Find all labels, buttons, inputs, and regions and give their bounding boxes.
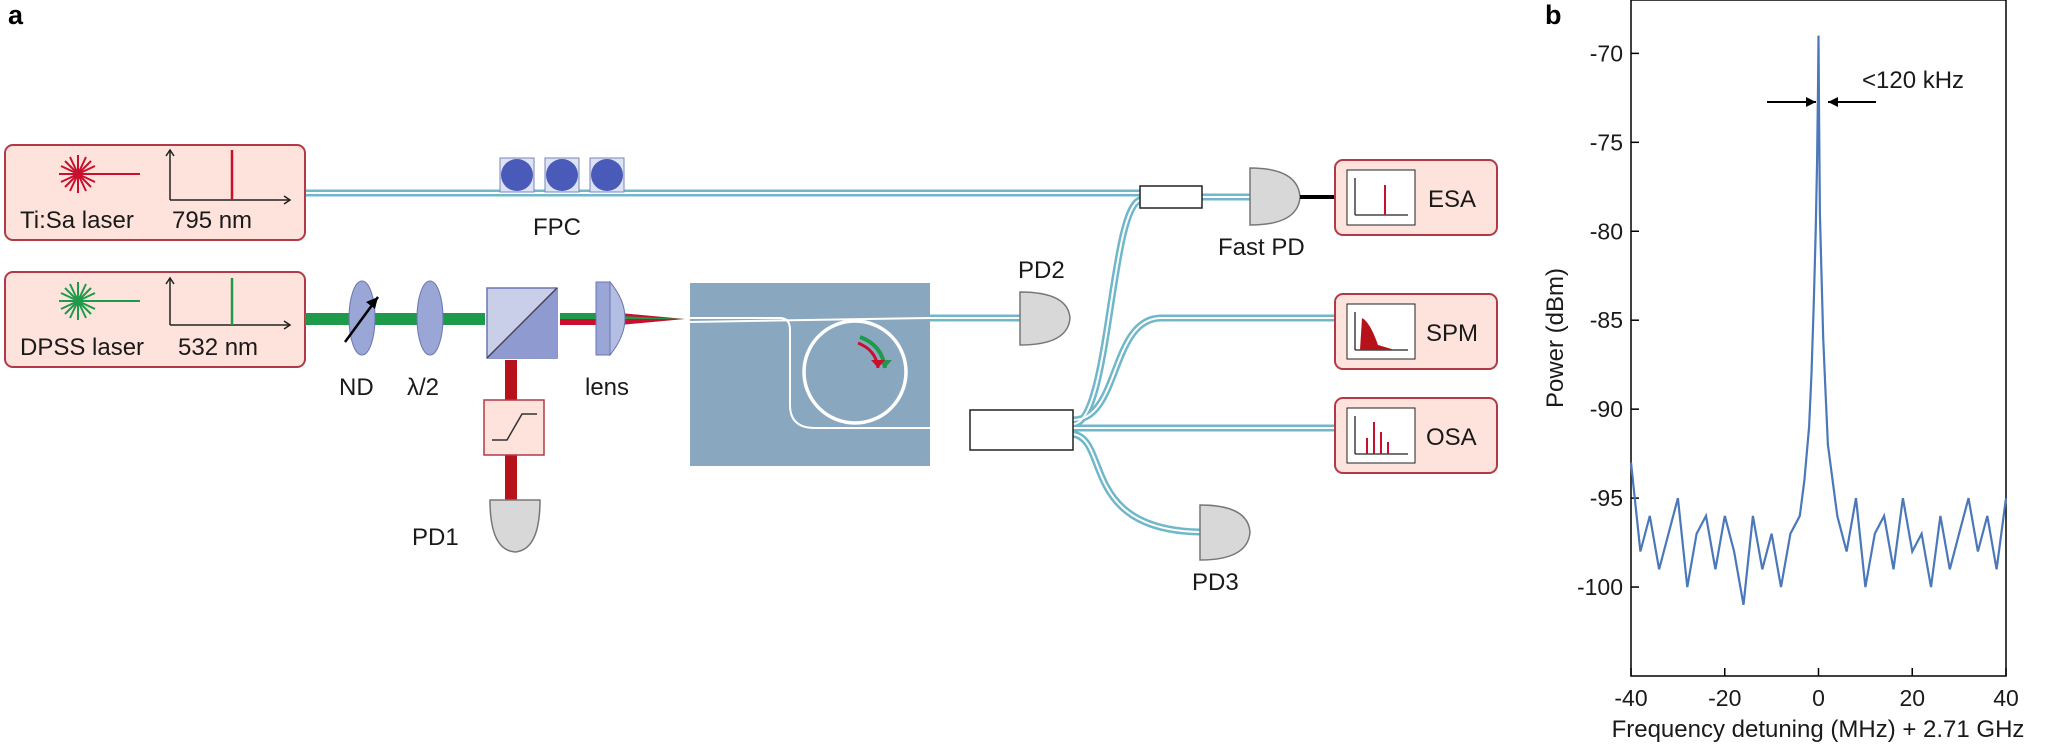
- tisa-laser-label: Ti:Sa laser: [20, 207, 134, 234]
- osa-box: OSA: [1334, 397, 1498, 474]
- linewidth-annotation-text: <120 kHz: [1862, 67, 1964, 94]
- spm-box: SPM: [1334, 293, 1498, 370]
- x-axis-label: Frequency detuning (MHz) + 2.71 GHz: [1612, 716, 2025, 743]
- esa-box: ESA: [1334, 159, 1498, 236]
- pd3-detector: [1199, 504, 1251, 561]
- x-tick-label: 0: [1812, 685, 1825, 711]
- coupler-main: [969, 409, 1074, 451]
- x-tick-label: -40: [1614, 685, 1647, 711]
- pd2-label: PD2: [1018, 257, 1065, 284]
- y-tick-label: -100: [1577, 574, 1623, 600]
- fast-pd-label: Fast PD: [1218, 234, 1305, 261]
- pd1-label: PD1: [412, 524, 459, 551]
- nd-filter: [343, 280, 380, 356]
- tisa-spectrum-icon: [165, 148, 292, 205]
- green-beam: [305, 313, 485, 325]
- tisa-starburst-icon: [59, 155, 140, 193]
- spectrum-chart: -40 -20 0 20 40 -70 -75 -80 -85 -90 -95 -100 <120 …: [1542, 0, 2024, 743]
- pd2-detector: [1019, 291, 1071, 346]
- x-ticks: -40 -20 0 20 40: [1614, 668, 2019, 711]
- left-arrow-icon: [1828, 97, 1838, 107]
- dpss-laser-box: DPSS laser 532 nm: [4, 271, 306, 368]
- y-tick-label: -80: [1590, 218, 1623, 244]
- nd-arrow-icon: [366, 297, 378, 309]
- series-line: [1629, 35, 2008, 605]
- pbs-cube: [486, 287, 558, 359]
- x-tick-label: -20: [1708, 685, 1741, 711]
- panel-b-letter: b: [1545, 0, 1562, 30]
- y-ticks: -70 -75 -80 -85 -90 -95 -100: [1577, 40, 1639, 600]
- coupler-top: [1139, 185, 1203, 209]
- nd-label: ND: [339, 374, 374, 401]
- right-arrow-icon: [1806, 97, 1816, 107]
- x-tick-label: 20: [1899, 685, 1925, 711]
- osa-spectrum-icon: [1354, 416, 1408, 455]
- panel-a-letter: a: [8, 0, 24, 30]
- tisa-wavelength-label: 795 nm: [172, 207, 252, 234]
- fpc-label: FPC: [533, 214, 581, 241]
- halfwave-label: λ/2: [407, 374, 439, 401]
- linewidth-annotation: <120 kHz: [1767, 67, 1964, 107]
- lens: [595, 280, 626, 357]
- microresonator-chip: [689, 283, 970, 466]
- halfwave-plate: [416, 280, 444, 356]
- y-tick-label: -90: [1590, 396, 1623, 422]
- esa-spectrum-icon: [1354, 178, 1408, 216]
- locking-box: [483, 399, 545, 456]
- y-tick-label: -85: [1590, 307, 1623, 333]
- spm-label: SPM: [1426, 320, 1478, 347]
- step-icon: [492, 413, 537, 441]
- fpc-paddles: [499, 157, 625, 193]
- y-tick-label: -70: [1590, 40, 1623, 66]
- y-tick-label: -95: [1590, 485, 1623, 511]
- y-axis-label: Power (dBm): [1542, 268, 1569, 408]
- dpss-wavelength-label: 532 nm: [178, 334, 258, 361]
- esa-label: ESA: [1428, 186, 1476, 213]
- tisa-laser-box: Ti:Sa laser 795 nm: [4, 144, 306, 241]
- x-tick-label: 40: [1993, 685, 2019, 711]
- dpss-starburst-icon: [59, 282, 140, 320]
- dpss-laser-label: DPSS laser: [20, 334, 144, 361]
- dpss-spectrum-icon: [165, 276, 292, 330]
- lens-label: lens: [585, 374, 629, 401]
- pd1-detector: [489, 499, 541, 553]
- fast-pd-detector: [1249, 167, 1301, 226]
- pd3-label: PD3: [1192, 569, 1239, 596]
- fiber-spm: [1072, 314, 1335, 424]
- y-tick-label: -75: [1590, 129, 1623, 155]
- spm-spectrum-icon: [1354, 312, 1408, 351]
- red-arrow-icon: [871, 360, 885, 368]
- osa-label: OSA: [1426, 424, 1477, 451]
- ring-resonator: [802, 319, 908, 425]
